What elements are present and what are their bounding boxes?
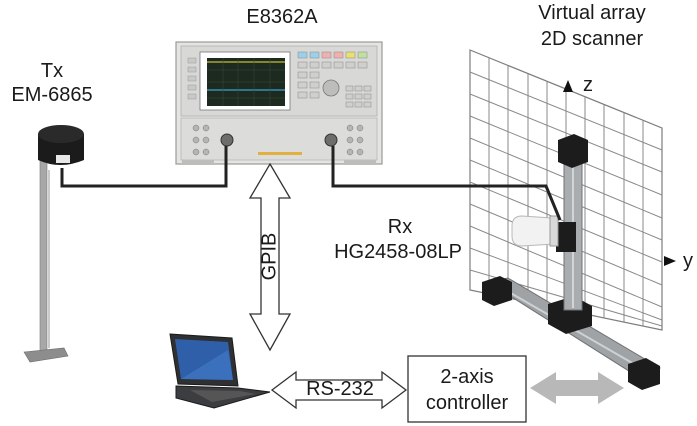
rx-cable	[331, 146, 562, 221]
gpib-double-arrow	[248, 162, 292, 352]
controller-label-line2: controller	[425, 392, 509, 414]
y-axis-arrowhead	[664, 256, 676, 266]
laptop	[169, 333, 271, 409]
controller-box	[407, 355, 527, 423]
rs232-double-arrow	[270, 370, 408, 410]
scanner-mechanics	[482, 134, 662, 390]
scanner-label-line2: 2D scanner	[540, 28, 644, 50]
rs232-label: RS-232	[306, 378, 374, 400]
controller-label-line1: 2-axis	[440, 366, 494, 388]
rx-label-line1: Rx	[387, 216, 413, 238]
scanner-label-line1: Virtual array	[538, 2, 646, 24]
gpib-label: GPIB	[258, 232, 281, 281]
y-axis-label: y	[683, 250, 693, 272]
tx-cable	[60, 146, 228, 188]
rx-label-line2: HG2458-08LP	[334, 241, 462, 263]
tx-antenna-on-mast	[23, 125, 84, 363]
tx-label-line1: Tx	[40, 60, 64, 82]
analyzer-label: E8362A	[246, 6, 318, 28]
rx-antenna	[511, 215, 559, 247]
z-axis-label: z	[583, 74, 593, 96]
motion-double-arrow	[530, 372, 624, 404]
network-analyzer	[175, 41, 383, 165]
tx-label-line2: EM-6865	[11, 84, 93, 106]
z-axis-arrowhead	[563, 80, 573, 92]
